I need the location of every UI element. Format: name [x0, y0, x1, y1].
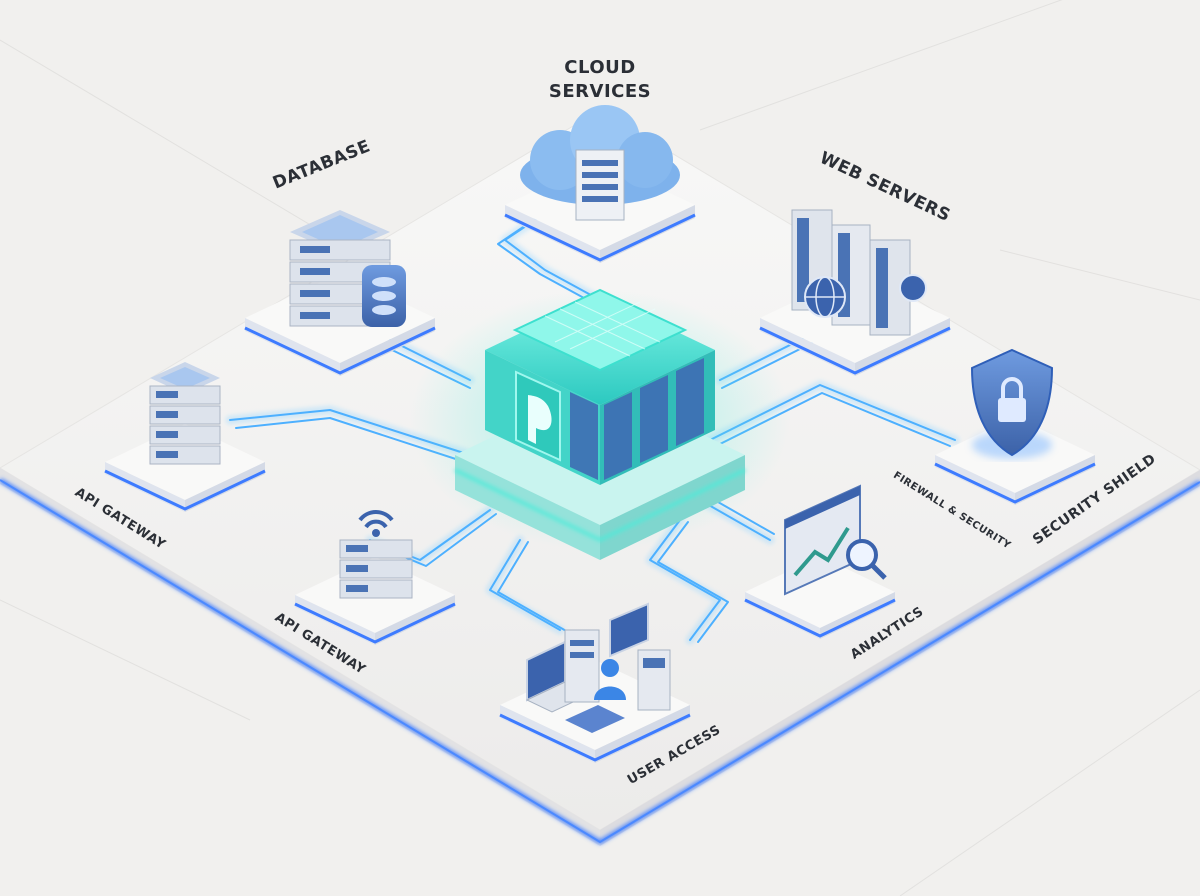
cloud-label-line1: Cloud: [564, 57, 636, 78]
cloud-server-icon: [520, 105, 680, 221]
chart-magnifier-icon: [784, 484, 887, 596]
server-stack-icon: [149, 362, 221, 465]
p-logo-icon: [515, 370, 561, 462]
shield-lock-icon: [970, 348, 1054, 459]
wifi-router-icon: [339, 510, 413, 599]
www-globe-icon: [791, 209, 927, 336]
cloud-label-line2: Services: [548, 81, 652, 102]
analytics-pad[interactable]: [744, 556, 896, 639]
user-laptop-icon: [525, 602, 671, 733]
cloud-services-label: Cloud Services: [535, 56, 665, 104]
database-icon: [289, 210, 406, 327]
